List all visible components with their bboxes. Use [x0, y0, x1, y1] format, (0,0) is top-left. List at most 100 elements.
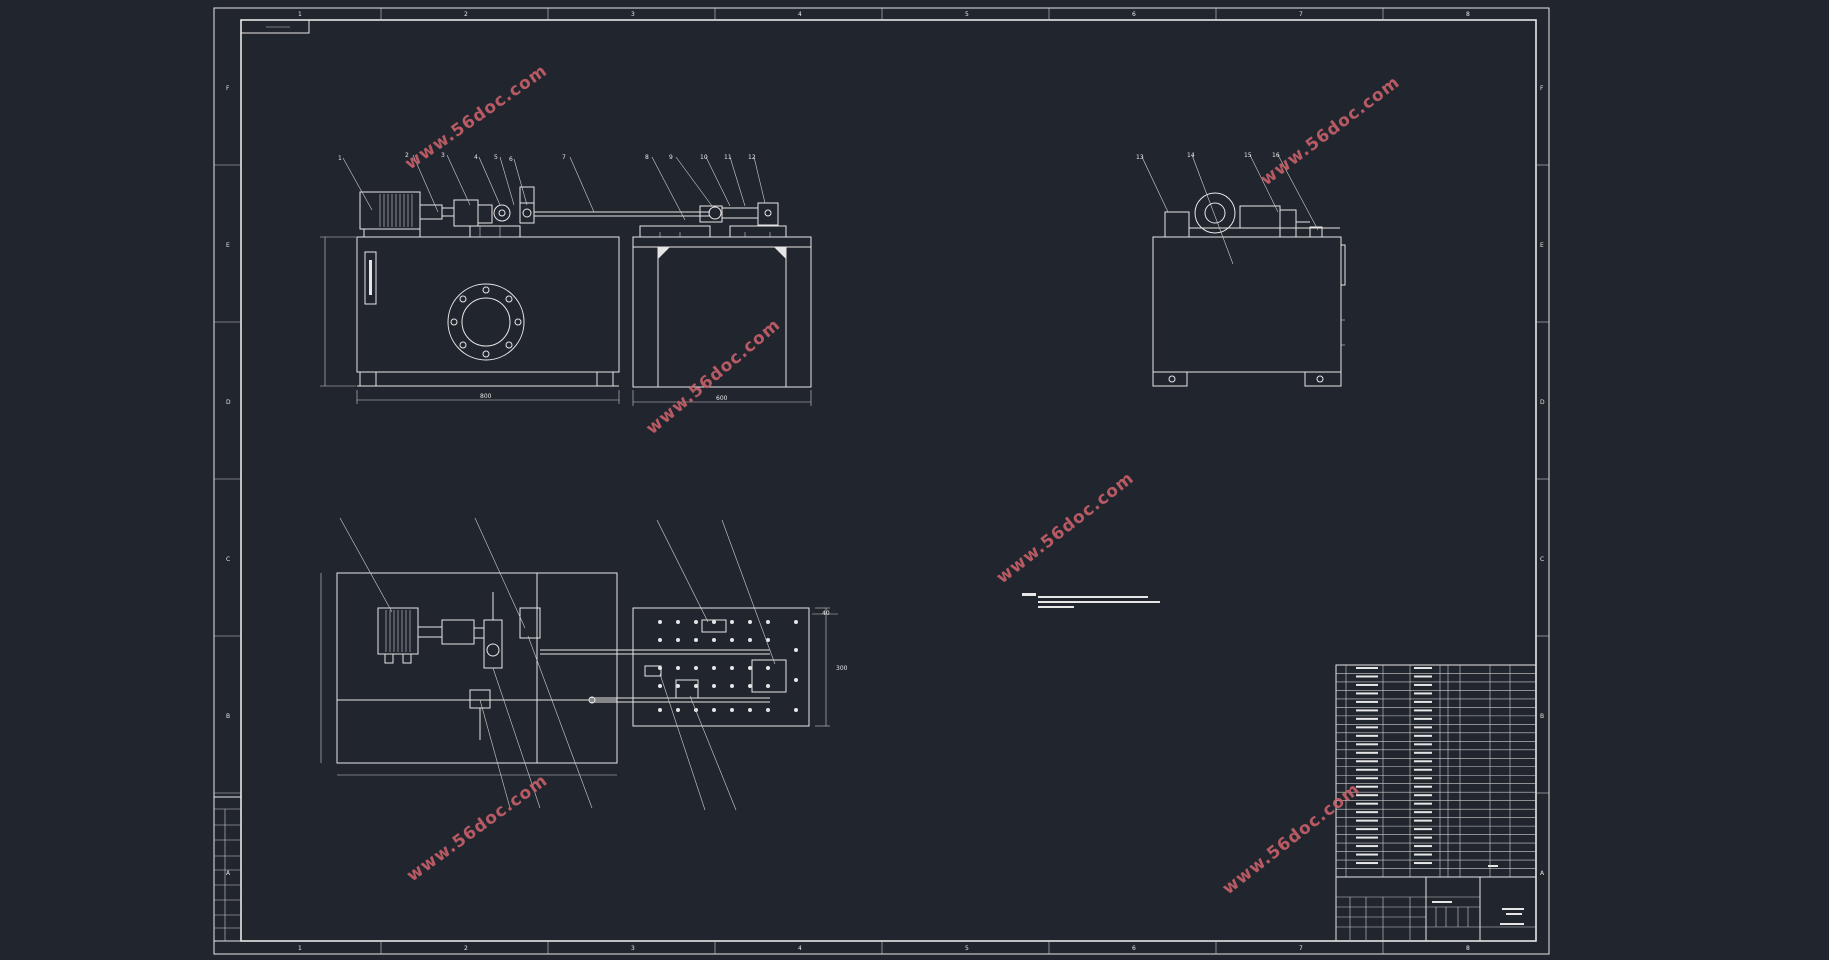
balloon-label: 12	[748, 154, 756, 161]
balloon-label: 10	[700, 154, 708, 161]
zone-label: E	[226, 242, 230, 249]
level-gauge	[364, 251, 377, 305]
balloon-label: 2	[405, 152, 409, 159]
balloon-label: 1	[338, 155, 342, 162]
zone-label: 6	[1132, 11, 1136, 18]
bom-cell-text	[1414, 785, 1432, 788]
watermark: www.56doc.com	[642, 315, 784, 439]
zone-label: F	[226, 85, 230, 92]
balloon-label: 15	[1244, 152, 1252, 159]
bom-cell-text	[1356, 845, 1378, 848]
bom-cell-text	[1414, 811, 1432, 814]
bom-cell-text	[1356, 734, 1378, 737]
bom-cell-text	[1414, 760, 1432, 763]
balloon-label: 3	[441, 152, 445, 159]
bom-cell-text	[1356, 717, 1378, 720]
pump	[453, 199, 479, 227]
bom-cell-text	[1356, 709, 1378, 712]
side-view: 13 14 15 16	[1136, 152, 1346, 387]
bom-cell-text	[1356, 836, 1378, 839]
watermark: www.56doc.com	[1257, 72, 1404, 190]
zone-label: 3	[631, 945, 635, 952]
bom-cell-text	[1414, 845, 1432, 848]
dimension-label: 800	[480, 393, 492, 400]
watermark: www.56doc.com	[1219, 779, 1364, 899]
zone-label: 1	[298, 11, 302, 18]
valve	[493, 204, 511, 222]
bom-cell-text	[1356, 802, 1378, 805]
bom-cell-text	[1356, 862, 1378, 865]
zone-label: 8	[1466, 11, 1470, 18]
bom-cell-text	[1356, 819, 1378, 822]
bom-cell-text	[1356, 828, 1378, 831]
zone-label: 6	[1132, 945, 1136, 952]
zone-label: F	[1540, 85, 1544, 92]
bom-cell-text	[1414, 734, 1432, 737]
balloon-label: 9	[669, 154, 673, 161]
zone-label: 8	[1466, 945, 1470, 952]
bom-cell-text	[1356, 667, 1378, 669]
bom-table	[1335, 664, 1537, 878]
zone-labels: 1 2 3 4 5 6 7 8 1 2 3 4 5 6 7 8 F E D C …	[226, 11, 1545, 952]
bom-cell-text	[1356, 692, 1378, 695]
plan-tank	[336, 572, 618, 764]
plan-view: 300 40	[320, 517, 848, 811]
flange	[447, 283, 525, 361]
balloon-label: 6	[509, 156, 513, 163]
balloon-label: 7	[562, 154, 566, 161]
bom-cell-text	[1414, 819, 1432, 822]
bom-cell-text	[1356, 768, 1378, 771]
watermark: www.56doc.com	[993, 468, 1138, 588]
side-tank	[1152, 236, 1342, 373]
watermark-group: www.56doc.com www.56doc.com www.56doc.co…	[401, 61, 1404, 899]
zone-label: 3	[631, 11, 635, 18]
front-view: 800 600 1 2 3 4 5 6 7 8 9	[320, 152, 812, 406]
bom-cell-text	[1356, 743, 1378, 746]
electric-motor	[359, 191, 421, 230]
zone-label: D	[226, 399, 231, 406]
drawing-frame	[213, 7, 1550, 955]
balloon-label: 13	[1136, 154, 1144, 161]
balloon-label: 14	[1187, 152, 1195, 159]
technical-notes	[1022, 593, 1160, 608]
load-cylinder	[757, 202, 779, 226]
zone-label: 2	[464, 945, 468, 952]
balloon-label: 16	[1272, 152, 1280, 159]
zone-label: B	[226, 713, 230, 720]
zone-label: 5	[965, 11, 969, 18]
bom-cell-text	[1414, 709, 1432, 712]
bom-cell-text	[1356, 794, 1378, 797]
balloon-label: 8	[645, 154, 649, 161]
bom-cell-text	[1414, 700, 1432, 703]
bom-cell-text	[1356, 683, 1378, 686]
balloon-label: 5	[494, 154, 498, 161]
bom-cell-text	[1414, 743, 1432, 746]
zone-label: C	[226, 556, 230, 563]
bom-cell-text	[1414, 794, 1432, 797]
bom-cell-text	[1414, 777, 1432, 780]
bom-cell-text	[1414, 726, 1432, 729]
stamp-column	[213, 796, 242, 942]
zone-label: A	[226, 870, 231, 877]
bom-cell-text	[1414, 683, 1432, 686]
bom-cell-text	[1414, 836, 1432, 839]
bom-cell-text	[1356, 777, 1378, 780]
bom-cell-text	[1356, 726, 1378, 729]
zone-label: 1	[298, 945, 302, 952]
bom-cell-text	[1356, 785, 1378, 788]
bom-cell-text	[1414, 862, 1432, 865]
bom-cell-text	[1414, 667, 1432, 669]
bom-cell-text	[1414, 828, 1432, 831]
zone-label: 7	[1299, 11, 1303, 18]
zone-label: 7	[1299, 945, 1303, 952]
bom-cell-text	[1356, 675, 1378, 678]
bom-cell-text	[1414, 751, 1432, 754]
zone-label: 5	[965, 945, 969, 952]
dimension-label: 300	[836, 665, 848, 672]
bom-cell-text	[1414, 692, 1432, 695]
bom-cell-text	[1356, 700, 1378, 703]
zone-label: E	[1540, 242, 1544, 249]
test-bench-top	[632, 236, 812, 248]
watermark: www.56doc.com	[403, 771, 551, 887]
